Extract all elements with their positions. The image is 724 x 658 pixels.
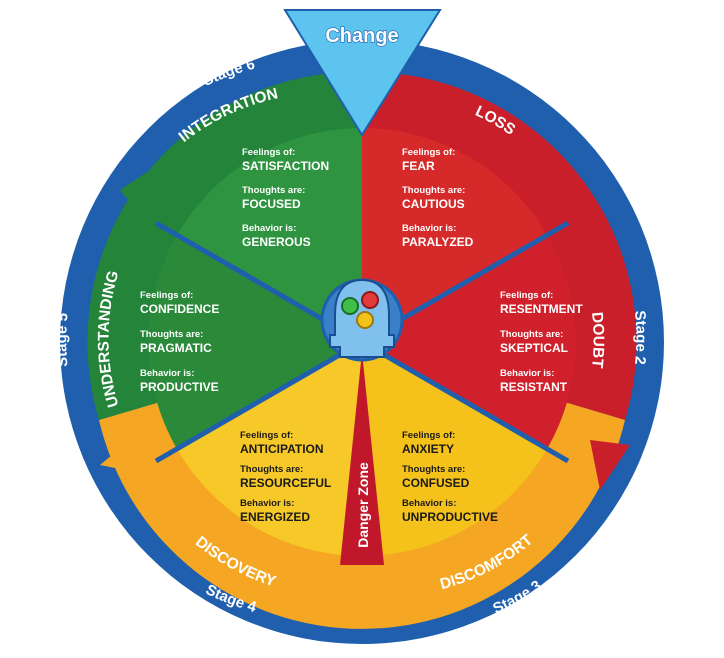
svg-text:ANTICIPATION: ANTICIPATION [240, 442, 324, 456]
svg-text:RESISTANT: RESISTANT [500, 380, 568, 394]
stage-2-details: Feelings of: RESENTMENT Thoughts are: SK… [500, 290, 583, 394]
sector-discovery [177, 342, 362, 556]
svg-text:CONFUSED: CONFUSED [402, 476, 470, 490]
stage-6-details: Feelings of: SATISFACTION Thoughts are: … [242, 147, 329, 249]
stage-2-label: Stage 2 [631, 310, 649, 365]
svg-text:ANXIETY: ANXIETY [402, 442, 454, 456]
svg-text:RESENTMENT: RESENTMENT [500, 302, 583, 316]
svg-text:Behavior is:: Behavior is: [402, 498, 456, 509]
stage-1-details: Feelings of: FEAR Thoughts are: CAUTIOUS… [402, 147, 474, 249]
head-with-gears-icon [320, 278, 404, 362]
svg-text:FEAR: FEAR [402, 159, 435, 173]
svg-text:PRODUCTIVE: PRODUCTIVE [140, 380, 219, 394]
svg-text:Thoughts are:: Thoughts are: [402, 464, 465, 475]
svg-text:Behavior is:: Behavior is: [242, 223, 296, 234]
svg-text:Behavior is:: Behavior is: [240, 498, 294, 509]
svg-text:Thoughts are:: Thoughts are: [242, 185, 305, 196]
stage-3-details: Feelings of: ANXIETY Thoughts are: CONFU… [402, 430, 498, 524]
svg-text:Behavior is:: Behavior is: [500, 368, 554, 379]
svg-text:Feelings of:: Feelings of: [402, 430, 455, 441]
svg-text:CONFIDENCE: CONFIDENCE [140, 302, 219, 316]
svg-text:Thoughts are:: Thoughts are: [240, 464, 303, 475]
danger-zone [340, 352, 384, 565]
svg-text:Feelings of:: Feelings of: [240, 430, 293, 441]
svg-text:Thoughts are:: Thoughts are: [140, 329, 203, 340]
arrow-head-understanding [120, 170, 150, 215]
svg-text:Thoughts are:: Thoughts are: [500, 329, 563, 340]
sectors [148, 128, 576, 556]
svg-text:GENEROUS: GENEROUS [242, 235, 311, 249]
svg-text:FOCUSED: FOCUSED [242, 197, 301, 211]
stage-5-details: Feelings of: CONFIDENCE Thoughts are: PR… [140, 290, 219, 394]
stage-5-label: Stage 5 [53, 312, 71, 367]
change-triangle [283, 9, 442, 137]
svg-text:Behavior is:: Behavior is: [402, 223, 456, 234]
svg-text:Feelings of:: Feelings of: [402, 147, 455, 158]
sector-understanding [148, 235, 362, 449]
svg-text:Feelings of:: Feelings of: [242, 147, 295, 158]
arrow-head-doubt [590, 440, 630, 490]
phase-doubt-label: DOUBT [588, 311, 607, 369]
sector-loss [362, 128, 547, 342]
svg-text:Thoughts are:: Thoughts are: [402, 185, 465, 196]
sector-integration [177, 128, 362, 342]
sector-discomfort [362, 342, 547, 556]
svg-text:PARALYZED: PARALYZED [402, 235, 474, 249]
svg-text:CAUTIOUS: CAUTIOUS [402, 197, 465, 211]
change-title: Change [325, 25, 398, 47]
svg-text:Feelings of:: Feelings of: [500, 290, 553, 301]
danger-zone-label: Danger Zone [355, 462, 371, 548]
svg-text:SKEPTICAL: SKEPTICAL [500, 341, 568, 355]
svg-text:Feelings of:: Feelings of: [140, 290, 193, 301]
svg-text:RESOURCEFUL: RESOURCEFUL [240, 476, 331, 490]
sector-doubt [362, 235, 576, 449]
stage-4-details: Feelings of: ANTICIPATION Thoughts are: … [240, 430, 331, 524]
svg-text:Behavior is:: Behavior is: [140, 368, 194, 379]
svg-text:PRAGMATIC: PRAGMATIC [140, 341, 212, 355]
arrow-head-discomfort [335, 565, 360, 615]
arrow-head-discovery [100, 440, 150, 475]
svg-text:SATISFACTION: SATISFACTION [242, 159, 329, 173]
svg-text:ENERGIZED: ENERGIZED [240, 510, 310, 524]
svg-text:UNPRODUCTIVE: UNPRODUCTIVE [402, 510, 498, 524]
